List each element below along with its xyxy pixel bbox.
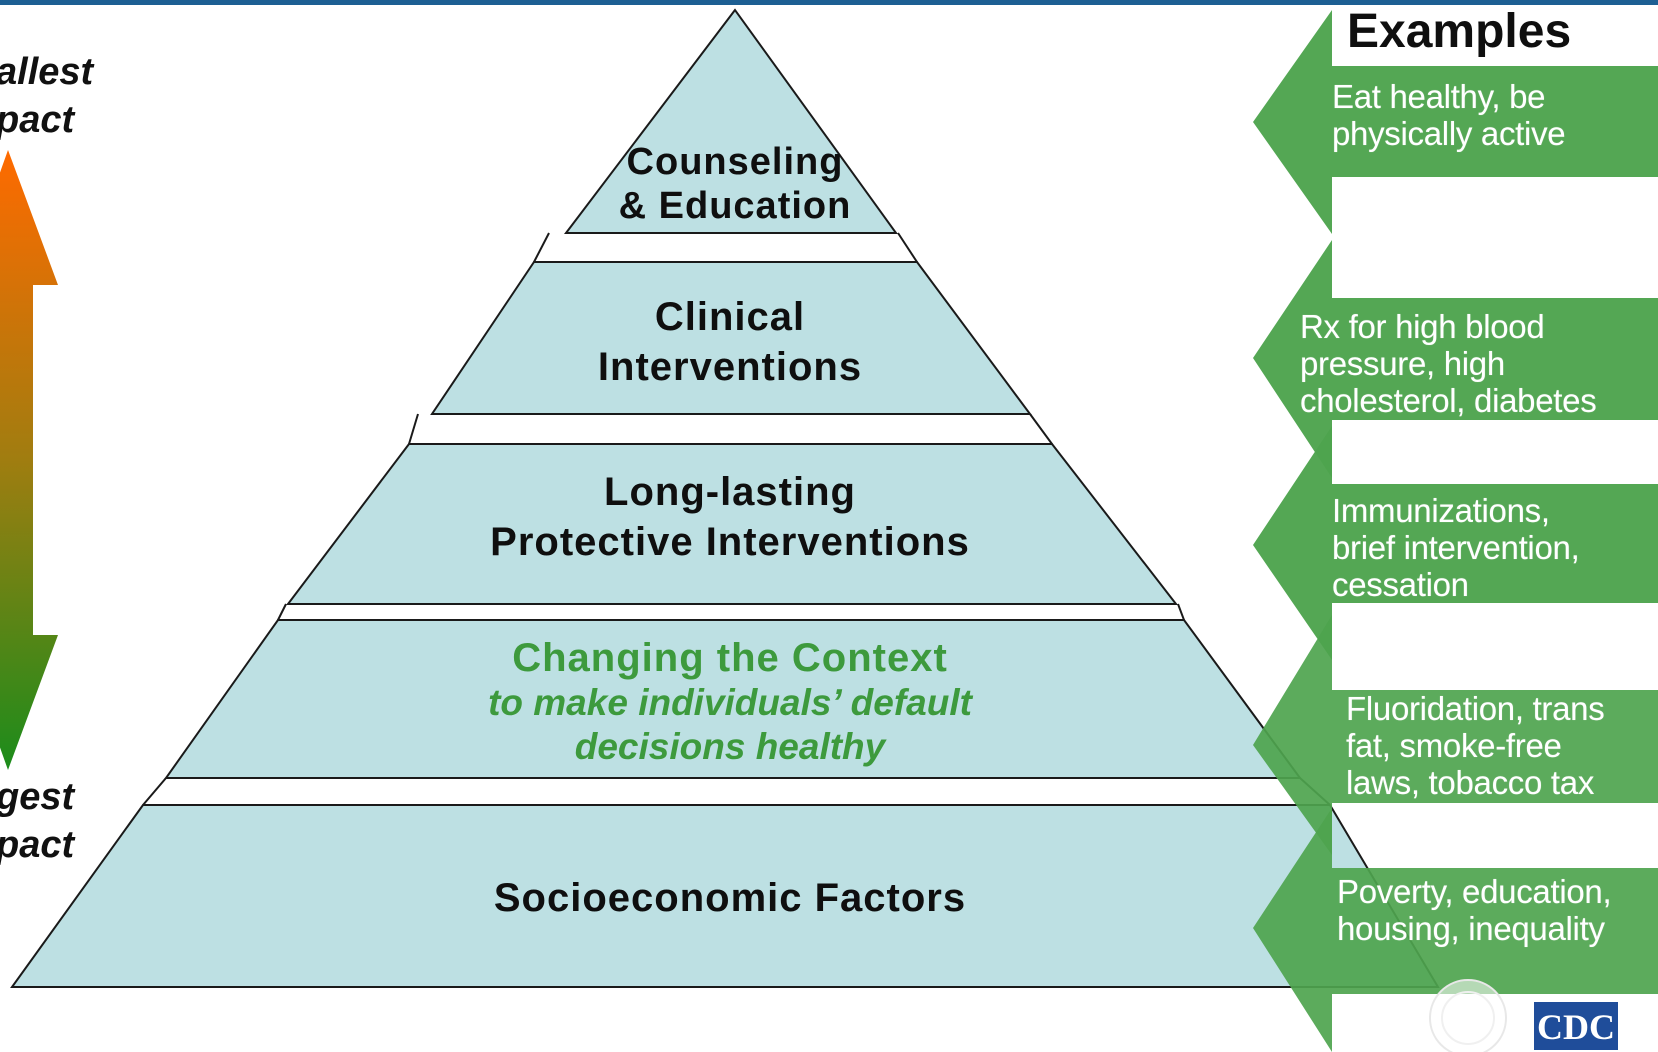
- tier-counseling-line-2: & Education: [618, 185, 852, 227]
- tier-protective-line-1: Long-lasting: [604, 470, 856, 514]
- top-rule: [0, 0, 1658, 5]
- smallest-impact-label: allest pact: [0, 48, 93, 144]
- tier-context-title: Changing the Context: [512, 636, 948, 680]
- tier-counseling-line-1: Counseling: [626, 141, 844, 183]
- example-arrow-5-shape: [1253, 808, 1658, 1052]
- largest-impact-label: gest pact: [0, 773, 74, 869]
- tier-context-subtitle-line-1: to make individuals’ default: [488, 682, 972, 723]
- example-3-text: Immunizations, brief intervention, cessa…: [1332, 492, 1580, 603]
- example-arrow-2-shape: [1253, 240, 1658, 478]
- tier-clinical-line-2: Interventions: [597, 345, 863, 389]
- example-2-line-2: pressure, high: [1300, 345, 1505, 382]
- example-arrow-1-shape: [1253, 10, 1658, 234]
- impact-scale-arrow: [0, 150, 58, 770]
- example-2-text: Rx for high blood pressure, high cholest…: [1300, 308, 1597, 419]
- tier-protective-shape: [285, 443, 1179, 605]
- tier-socioeconomic-label: Socioeconomic Factors: [330, 873, 1130, 923]
- tier-protective-line-2: Protective Interventions: [490, 520, 970, 564]
- tier-context-subtitle-line-2: decisions healthy: [574, 726, 886, 767]
- example-5-line-1: Poverty, education,: [1337, 873, 1612, 910]
- example-5-text: Poverty, education, housing, inequality: [1337, 873, 1612, 947]
- examples-heading: Examples: [1347, 5, 1572, 58]
- tier-protective-label: Long-lasting Protective Interventions: [380, 467, 1080, 567]
- example-4-line-3: laws, tobacco tax: [1346, 764, 1595, 801]
- largest-impact-line-2: pact: [0, 824, 75, 866]
- example-1-line-2: physically active: [1332, 115, 1566, 152]
- example-1-line-1: Eat healthy, be: [1332, 78, 1546, 115]
- example-2-line-3: cholesterol, diabetes: [1300, 382, 1597, 419]
- tier-clinical-label: Clinical Interventions: [480, 292, 980, 392]
- tier-counseling-shape: [563, 8, 898, 234]
- example-5-line-2: housing, inequality: [1337, 910, 1605, 947]
- example-arrow-3-shape: [1253, 426, 1658, 660]
- largest-impact-line-1: gest: [0, 776, 75, 818]
- example-3-line-1: Immunizations,: [1332, 492, 1550, 529]
- cdc-logo: CDC: [1532, 1000, 1620, 1052]
- tier-socioeconomic-line-1: Socioeconomic Factors: [493, 876, 967, 920]
- example-4-line-1: Fluoridation, trans: [1346, 690, 1605, 727]
- example-arrow-4-shape: [1253, 615, 1658, 855]
- tier-clinical-line-1: Clinical: [654, 295, 806, 339]
- cdc-logo-text: CDC: [1537, 1007, 1615, 1047]
- example-2-line-1: Rx for high blood: [1300, 308, 1545, 345]
- tier-counseling-label: Counseling & Education: [585, 140, 885, 228]
- example-3-line-2: brief intervention,: [1332, 529, 1580, 566]
- smallest-impact-line-2: pact: [0, 99, 75, 141]
- tier-context-label: Changing the Context to make individuals…: [330, 635, 1130, 769]
- hhs-seal-icon: [1429, 979, 1507, 1052]
- example-4-line-2: fat, smoke-free: [1346, 727, 1562, 764]
- example-1-text: Eat healthy, be physically active: [1332, 78, 1566, 152]
- example-4-text: Fluoridation, trans fat, smoke-free laws…: [1346, 690, 1605, 801]
- smallest-impact-line-1: allest: [0, 51, 94, 93]
- example-3-line-3: cessation: [1332, 566, 1469, 603]
